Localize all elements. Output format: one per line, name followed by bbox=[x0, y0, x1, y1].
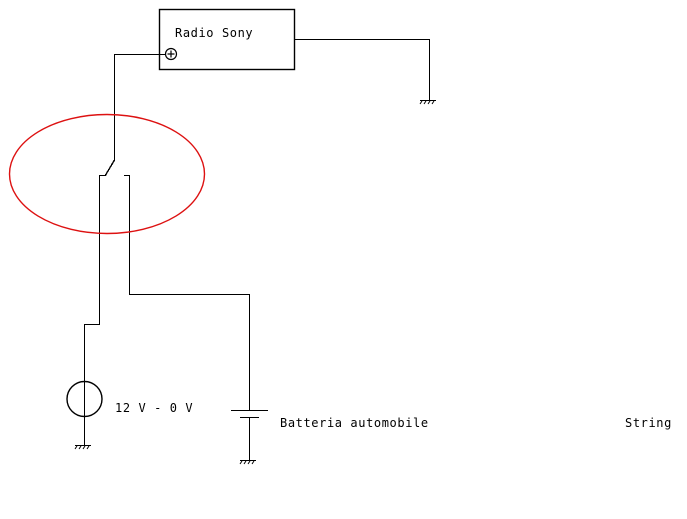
voltage-source[interactable] bbox=[66, 380, 103, 418]
switch-component[interactable] bbox=[98, 159, 251, 384]
radio-positive-wire bbox=[113, 53, 165, 160]
plus-terminal-icon bbox=[164, 47, 178, 61]
radio-box bbox=[158, 8, 296, 71]
source-wire bbox=[83, 323, 101, 381]
radio-component[interactable]: Radio Sony bbox=[158, 8, 296, 71]
switch-contact-left bbox=[98, 174, 105, 324]
highlight-ellipse bbox=[8, 113, 206, 235]
voltage-source-label: 12 V - 0 V bbox=[115, 401, 193, 415]
battery-component[interactable] bbox=[231, 409, 268, 419]
radio-ground-wire bbox=[295, 38, 431, 100]
ground-icon bbox=[419, 100, 436, 105]
switch-contact-right bbox=[124, 174, 251, 384]
radio-label: Radio Sony bbox=[175, 26, 253, 40]
battery-label: Batteria automobile bbox=[280, 416, 429, 430]
ground-icon bbox=[239, 460, 256, 465]
ground-icon bbox=[74, 445, 91, 450]
switch-blade bbox=[104, 159, 116, 177]
string-label: String bbox=[625, 416, 672, 430]
